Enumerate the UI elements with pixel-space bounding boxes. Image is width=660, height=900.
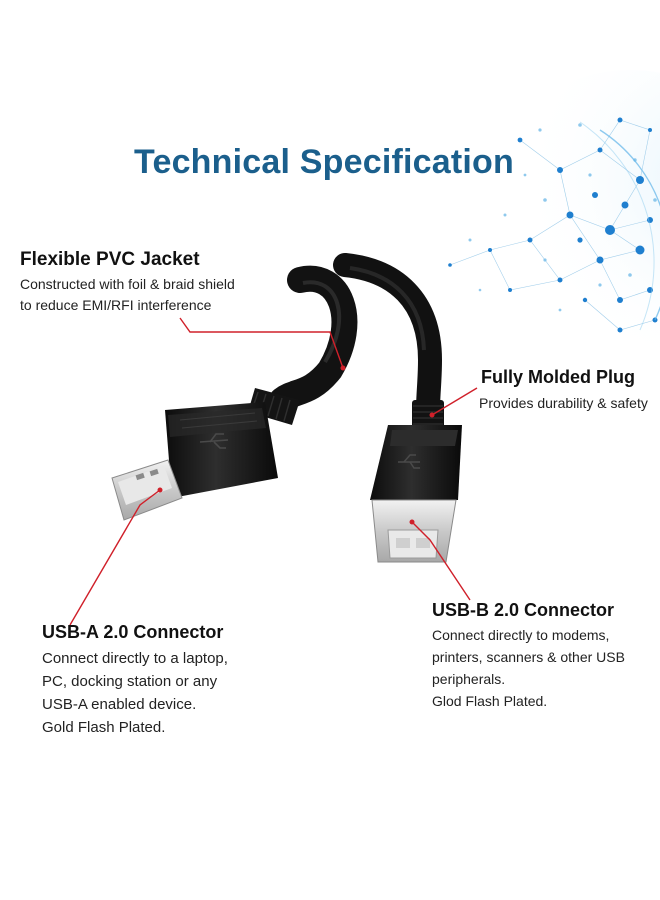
pvc-jacket-line: Constructed with foil & braid shield (20, 276, 235, 292)
usb-b-line: Glod Flash Plated. (432, 693, 548, 709)
globe-network-graphic (448, 70, 660, 390)
molded-plug-line: Provides durability & safety (479, 395, 648, 411)
usb-a-connector (111, 402, 278, 521)
molded-plug-description: Provides durability & safety (479, 393, 648, 413)
usb-a-line: Connect directly to a laptop, (42, 650, 228, 667)
usb-a-heading: USB-A 2.0 Connector (42, 622, 224, 642)
pvc-jacket-description: Constructed with foil & braid shield to … (20, 274, 235, 316)
usb-a-line: PC, docking station or any (42, 673, 218, 690)
usb-b-cable (333, 253, 444, 428)
pvc-jacket-line: to reduce EMI/RFI interference (20, 297, 212, 313)
usb-b-connector (370, 425, 462, 563)
usb-b-line: printers, scanners & other USB (432, 649, 625, 665)
usb-b-line: peripherals. (432, 671, 506, 687)
pvc-jacket-heading: Flexible PVC Jacket (20, 249, 200, 270)
usb-b-line: Connect directly to modems, (432, 627, 610, 643)
usb-b-heading: USB-B 2.0 Connector (432, 600, 615, 620)
molded-plug-heading: Fully Molded Plug (481, 367, 635, 387)
callout-lines (69, 317, 478, 626)
usb-a-line: USB-A enabled device. (42, 696, 197, 713)
usb-trident-icon (199, 433, 229, 449)
usb-b-description: Connect directly to modems, printers, sc… (432, 624, 625, 712)
callout-dots (157, 365, 435, 525)
page-title: Technical Specification (134, 143, 514, 181)
usb-a-line: Gold Flash Plated. (42, 719, 166, 736)
usb-a-description: Connect directly to a laptop, PC, dockin… (42, 647, 228, 739)
